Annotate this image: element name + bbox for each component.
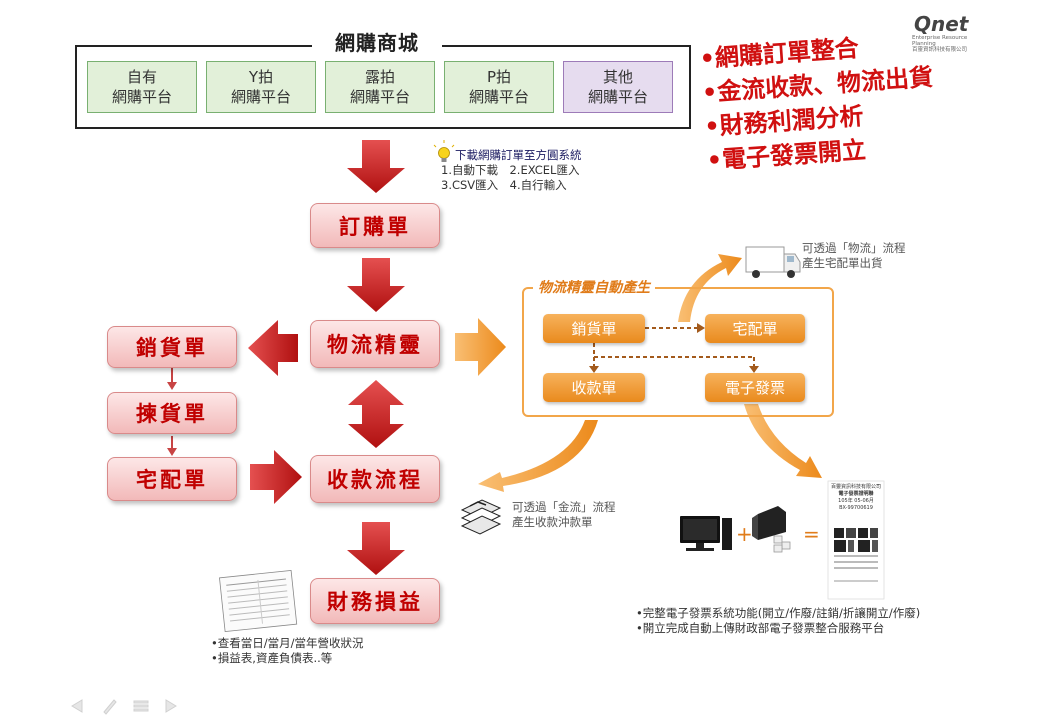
platform-label: 網購平台 — [468, 88, 529, 106]
download-note-line: 3.CSV匯入 4.自行輸入 — [441, 178, 567, 192]
auto-receipt-slip: 收款單 — [543, 373, 645, 402]
computer-icon — [680, 516, 732, 551]
auto-delivery-slip: 宅配單 — [705, 314, 805, 343]
slide-nav-icons — [71, 699, 177, 715]
auto-generate-title: 物流精靈自動產生 — [533, 277, 655, 297]
down-arrow — [347, 140, 405, 193]
mall-title: 網購商城 — [312, 29, 442, 57]
note-line: •查看當日/當月/當年營收狀況 — [211, 636, 364, 650]
sales-slip-box: 銷貨單 — [107, 326, 237, 368]
pnl-note: •查看當日/當月/當年營收狀況 •損益表,資產負債表..等 — [211, 636, 364, 666]
platform-label: 露拍 — [364, 68, 395, 86]
pnl-report-image — [219, 569, 298, 633]
receipt-company: 百靈資訊科技有限公司 — [830, 484, 881, 490]
note-line: 產生宅配單出貨 — [802, 256, 883, 270]
logo-sub-company: 百靈資訊科技有限公司 — [912, 47, 968, 53]
auto-generate-frame — [522, 287, 834, 417]
qnet-logo-subtitle: Enterprise Resource Planning 百靈資訊科技有限公司 — [912, 35, 982, 53]
download-note-title: 下載網購訂單至方圓系統 — [455, 148, 582, 162]
delivery-slip-box: 宅配單 — [107, 457, 237, 501]
curved-arrow-invoice — [744, 404, 822, 478]
lightbulb-icon — [433, 140, 455, 162]
platform-own: 自有 網購平台 — [87, 61, 197, 113]
einvoice-note: •完整電子發票系統功能(開立/作廢/註銷/折讓開立/作廢) •開立完成自動上傳財… — [636, 606, 920, 636]
truck-icon — [745, 246, 801, 278]
note-line: •損益表,資產負債表..等 — [211, 651, 333, 665]
download-note: 下載網購訂單至方圓系統 1.自動下載 2.EXCEL匯入 3.CSV匯入 4.自… — [441, 148, 582, 193]
equals-sign: = — [803, 522, 820, 546]
down-arrow — [347, 522, 405, 575]
qnet-logo: Qnet — [914, 12, 969, 36]
note-line: •完整電子發票系統功能(開立/作廢/註銷/折讓開立/作廢) — [636, 606, 921, 620]
platform-label: 網購平台 — [349, 88, 410, 106]
logistics-note: 可透過「物流」流程 產生宅配單出貨 — [802, 241, 906, 271]
printer-icon — [752, 506, 791, 553]
einvoice-receipt-text: 百靈資訊科技有限公司 電子發票證明聯 105年 05-06月 BX-997006… — [830, 484, 882, 512]
logo-sub-en: Enterprise Resource Planning — [912, 35, 968, 47]
receipt-number: BX-99700619 — [839, 505, 873, 511]
platform-label: 網購平台 — [230, 88, 291, 106]
platform-label: 網購平台 — [587, 88, 648, 106]
download-note-line: 1.自動下載 2.EXCEL匯入 — [441, 163, 580, 177]
cashflow-note: 可透過「金流」流程 產生收款沖款單 — [512, 500, 616, 530]
auto-einvoice: 電子發票 — [705, 373, 805, 402]
curved-arrow-cash — [478, 420, 598, 492]
financial-pnl-box: 財務損益 — [310, 578, 440, 624]
platform-p: P拍 網購平台 — [444, 61, 554, 113]
order-box: 訂購單 — [310, 203, 440, 248]
down-arrow — [347, 258, 405, 312]
left-arrow — [248, 320, 298, 376]
note-line: •開立完成自動上傳財政部電子發票整合服務平台 — [636, 621, 885, 635]
plus-sign: + — [736, 522, 753, 546]
orange-right-arrow — [455, 318, 506, 376]
platform-label: 網購平台 — [111, 88, 172, 106]
note-line: 產生收款沖款單 — [512, 515, 593, 529]
platform-label: 自有 — [126, 68, 157, 86]
note-line: 可透過「物流」流程 — [802, 241, 906, 255]
money-stack-icon — [460, 499, 502, 535]
right-arrow — [250, 450, 302, 504]
platform-other: 其他 網購平台 — [563, 61, 673, 113]
platform-lu: 露拍 網購平台 — [325, 61, 435, 113]
einvoice-receipt — [827, 480, 885, 600]
platform-label: 其他 — [602, 68, 633, 86]
platform-label: Y拍 — [248, 68, 274, 86]
auto-sales-slip: 銷貨單 — [543, 314, 645, 343]
platform-y: Y拍 網購平台 — [206, 61, 316, 113]
platform-label: P拍 — [486, 68, 512, 86]
logistics-wizard-box: 物流精靈 — [310, 320, 440, 368]
note-line: 可透過「金流」流程 — [512, 500, 616, 514]
receipt-date: 105年 05-06月 — [838, 498, 874, 504]
payment-flow-box: 收款流程 — [310, 455, 440, 503]
receipt-title: 電子發票證明聯 — [838, 491, 874, 497]
picking-slip-box: 揀貨單 — [107, 392, 237, 434]
double-arrow — [348, 380, 404, 448]
